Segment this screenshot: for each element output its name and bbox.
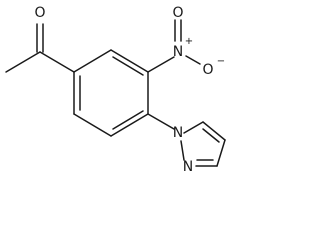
nitro-minus-charge: −	[217, 56, 225, 67]
pyrazole-ring-bond	[147, 113, 175, 130]
pyrazole-bond-c5-c4	[202, 121, 226, 141]
ring-bond-4-inner	[112, 110, 144, 130]
carbonyl-oxygen-label: O	[34, 5, 45, 21]
pyrazole-bond-n1-c5	[183, 121, 204, 134]
nitro-nitrogen-label: N	[173, 44, 183, 60]
ring-bond-2	[110, 49, 149, 73]
pyrazole-bond-c4-c3	[216, 139, 226, 167]
chemical-structure: O O N + O − N N	[5, 5, 226, 175]
ring-bond-4	[110, 113, 149, 137]
ring-bond-1	[73, 49, 112, 73]
nitro-plus-charge: +	[185, 36, 193, 47]
nitro-oxygen-double-label: O	[172, 5, 183, 21]
nitro-single-bond	[185, 55, 201, 65]
methyl-bond	[5, 51, 41, 73]
nitro-oxygen-single-label: O	[202, 62, 213, 78]
pyrazole-n2-label: N	[183, 159, 193, 175]
pyrazole-bond-n2-n1	[180, 140, 185, 161]
ring-bond-2-inner	[112, 56, 144, 76]
ring-bond-5	[73, 113, 112, 137]
nitro-ring-bond	[147, 56, 175, 73]
pyrazole-bond-c5-c4-inner	[202, 128, 220, 143]
pyrazole-n1-label: N	[173, 125, 183, 141]
acetyl-ring-bond	[39, 51, 75, 73]
